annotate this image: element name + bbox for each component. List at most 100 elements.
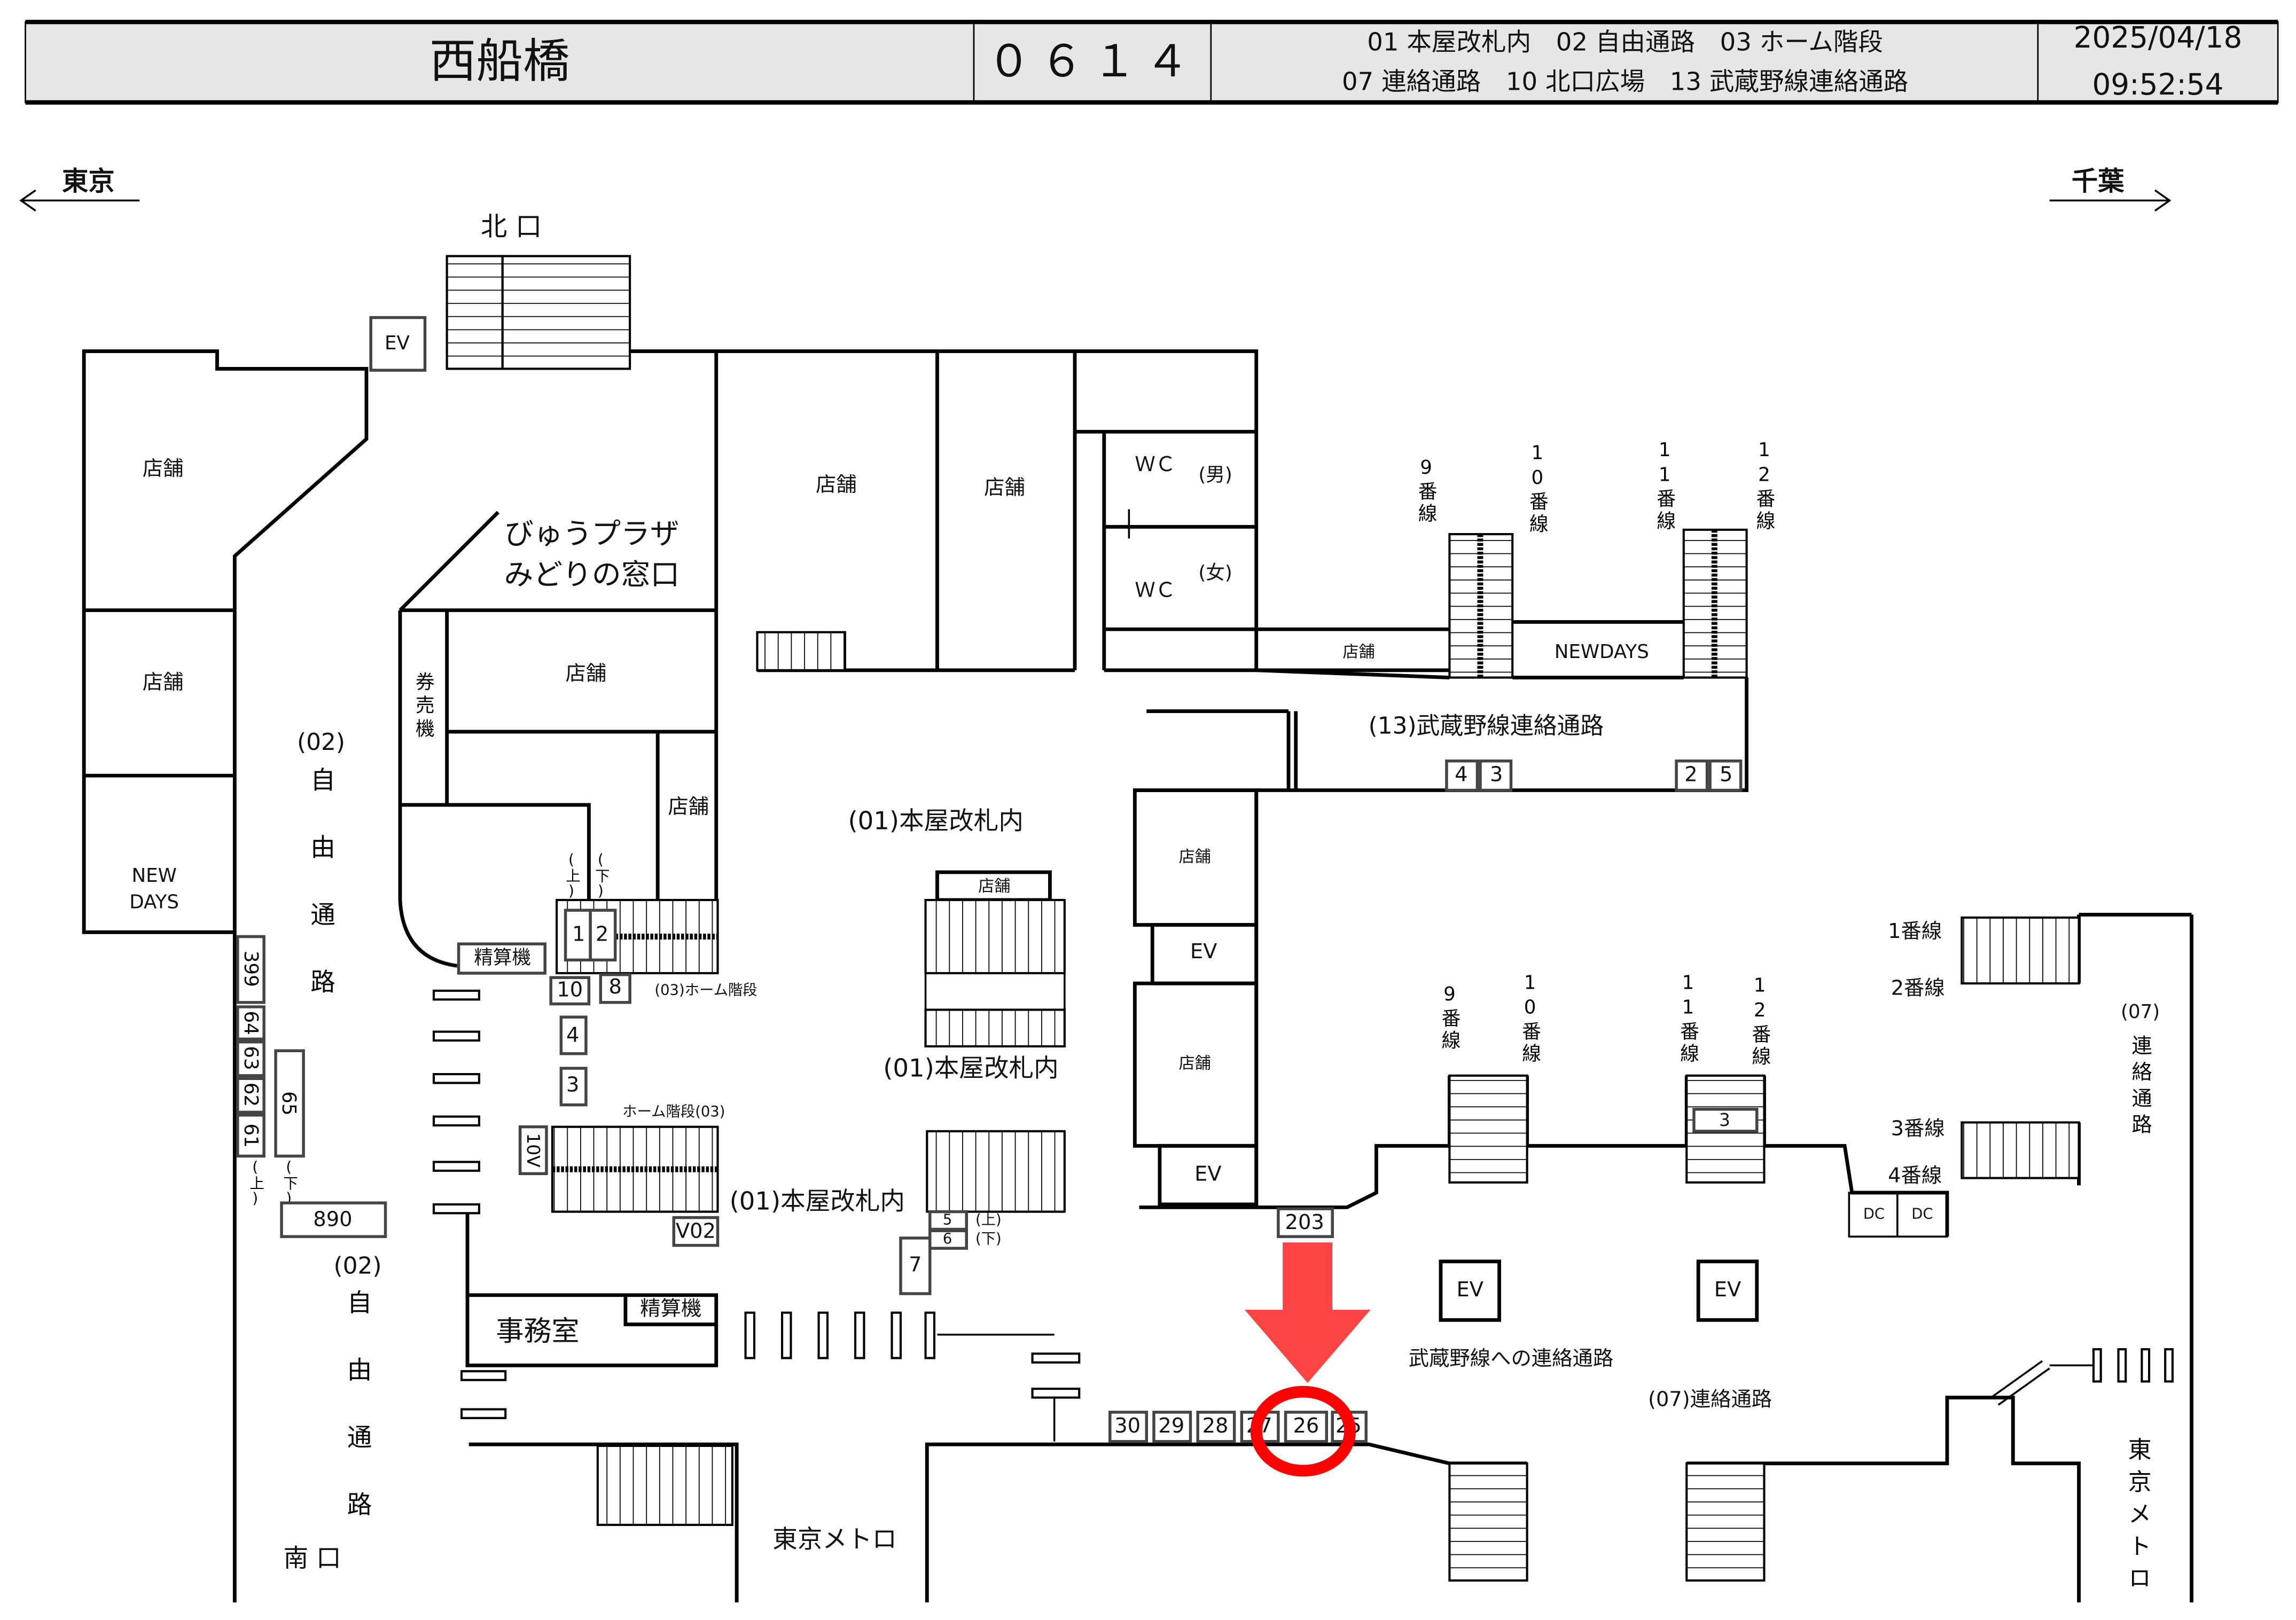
- musashino-passage-label: (13)武蔵野線連絡通路: [1369, 713, 1604, 740]
- legend-line-2: 07 連絡通路 10 北口広場 13 武蔵野線連絡通路: [1342, 67, 1908, 96]
- header-bar: 西船橋 ０６１４ 01 本屋改札内 02 自由通路 03 ホーム階段 07 連絡…: [25, 19, 2279, 105]
- box-890: 890: [313, 1208, 352, 1232]
- track-label: 11番線: [1677, 972, 1699, 1065]
- track-3-label: 3番線: [1891, 1117, 1945, 1141]
- newdays-label-2: DAYS: [129, 891, 179, 913]
- free-passage-code: (02): [297, 729, 345, 756]
- stairs-honya-hatched: [924, 1008, 1066, 1048]
- newdays-top-label: NEWDAYS: [1555, 641, 1649, 663]
- metro-vertical-label: 東京メトロ: [2124, 1437, 2151, 1598]
- arrow-left-icon: [19, 189, 140, 212]
- north-exit-label: 北 口: [481, 211, 542, 242]
- stairs-honya: [924, 898, 1066, 975]
- arrow-right-icon: [2049, 189, 2172, 212]
- ev-label: EV: [1194, 1162, 1221, 1186]
- stairs-north-hatched: [446, 255, 504, 370]
- metro-label: 東京メトロ: [772, 1525, 897, 1554]
- highlight-circle: [1250, 1386, 1356, 1477]
- track-2-label: 2番線: [1891, 976, 1945, 1000]
- box-64: 64: [240, 1011, 262, 1035]
- track-labels-mid: 9番線 10番線 11番線 12番線: [1439, 972, 1771, 1068]
- box-203: 203: [1285, 1210, 1324, 1234]
- ev-box: [1439, 1259, 1501, 1322]
- dc-label: DC: [1911, 1206, 1933, 1223]
- stairs-mid-9-10: [1448, 1074, 1528, 1184]
- track-label: 9番線: [1415, 457, 1437, 526]
- honya-gate-label: (01)本屋改札内: [730, 1187, 905, 1216]
- ticket-machine-label: 券売機: [412, 672, 434, 742]
- direction-right-label: 千葉: [2072, 166, 2125, 197]
- office-label: 事務室: [496, 1316, 579, 1348]
- down-label: (下): [975, 1231, 1002, 1247]
- box-5: 5: [943, 1212, 952, 1228]
- renraku-label: (07)連絡通路: [1648, 1388, 1772, 1412]
- midori-label: みどりの窓口: [504, 558, 680, 592]
- renraku-code: (07): [2121, 1001, 2160, 1023]
- up-label: (上): [563, 852, 580, 899]
- red-arrow-down-icon: [1244, 1242, 1371, 1383]
- box-399: 399: [240, 951, 262, 987]
- box-m2: 2: [1684, 763, 1697, 787]
- ev-box: [1158, 1144, 1259, 1207]
- box-61: 61: [240, 1123, 262, 1147]
- shop-label: 店舗: [566, 662, 607, 686]
- home-stairs-label: (03)ホーム階段: [654, 982, 757, 998]
- shop-label: 店舗: [978, 877, 1010, 896]
- fare-adjust-label: 精算機: [640, 1297, 701, 1321]
- ev-label: EV: [1714, 1278, 1741, 1302]
- numbered-boxes: 1 2 10 8 4 3 10V V02 5 6 7 399 64 63 62 …: [236, 759, 1759, 1443]
- ev-north: [369, 316, 427, 372]
- women-label: (女): [1198, 562, 1232, 584]
- box-62: 62: [240, 1083, 262, 1107]
- track-label: 12番線: [1749, 975, 1771, 1068]
- box-2: 2: [596, 922, 608, 946]
- honya-gate-label: (01)本屋改札内: [848, 806, 1024, 835]
- shop-label: 店舗: [1342, 643, 1375, 661]
- track-4-label: 4番線: [1888, 1163, 1942, 1187]
- dc-box: [1896, 1192, 1948, 1238]
- stairs-bottom: [1685, 1462, 1766, 1582]
- box-m5: 5: [1720, 763, 1732, 787]
- box-10v: 10V: [523, 1133, 544, 1168]
- up-label: (上): [975, 1212, 1002, 1228]
- box-4: 4: [566, 1023, 579, 1047]
- box-3: 3: [566, 1073, 579, 1097]
- box-1: 1: [572, 922, 585, 946]
- stairs-south: [596, 1444, 733, 1526]
- men-label: (男): [1198, 464, 1232, 486]
- direction-chiba: 千葉: [2049, 166, 2172, 212]
- fare-adjust-label: 精算機: [474, 947, 531, 969]
- ev-box: [1696, 1259, 1759, 1322]
- stairs-north: [501, 255, 631, 370]
- time: 09:52:54: [2092, 67, 2223, 101]
- free-passage-vertical: 自由通路: [343, 1289, 372, 1559]
- stairs-honya-lower: [926, 1130, 1066, 1213]
- box-7: 7: [909, 1253, 921, 1277]
- track-labels-top: 9番線 10番線 11番線 12番線: [1415, 439, 1775, 536]
- home-stairs-label: ホーム階段(03): [622, 1104, 725, 1120]
- shop-label: 店舗: [984, 476, 1025, 500]
- track-label: 10番線: [1526, 442, 1548, 535]
- to-musashino-label: 武蔵野線への連絡通路: [1409, 1347, 1613, 1371]
- down-label: (下): [280, 1159, 298, 1207]
- track-label: 9番線: [1439, 983, 1461, 1052]
- track-label: 12番線: [1753, 439, 1775, 533]
- box-29: 29: [1158, 1414, 1184, 1438]
- direction-left-label: 東京: [62, 166, 115, 197]
- box-63: 63: [240, 1046, 262, 1070]
- ev-label: EV: [1457, 1278, 1483, 1302]
- renraku-vertical: 連絡通路: [2128, 1035, 2152, 1140]
- box-26-target: 26: [1293, 1414, 1319, 1438]
- shop-label: 店舗: [143, 457, 184, 481]
- track-label: 10番線: [1519, 972, 1541, 1065]
- dc-label: DC: [1863, 1206, 1885, 1223]
- date: 2025/04/18: [2074, 20, 2243, 54]
- box-m3: 3: [1490, 763, 1503, 787]
- stairs: [756, 631, 846, 671]
- down-label: (下): [592, 852, 610, 899]
- box-28: 28: [1202, 1414, 1229, 1438]
- shop-label: 店舗: [816, 473, 857, 497]
- stairs-track-1-2: [1961, 916, 2080, 985]
- shop-label: 店舗: [1179, 1054, 1211, 1073]
- station-code: ０６１４: [987, 36, 1198, 87]
